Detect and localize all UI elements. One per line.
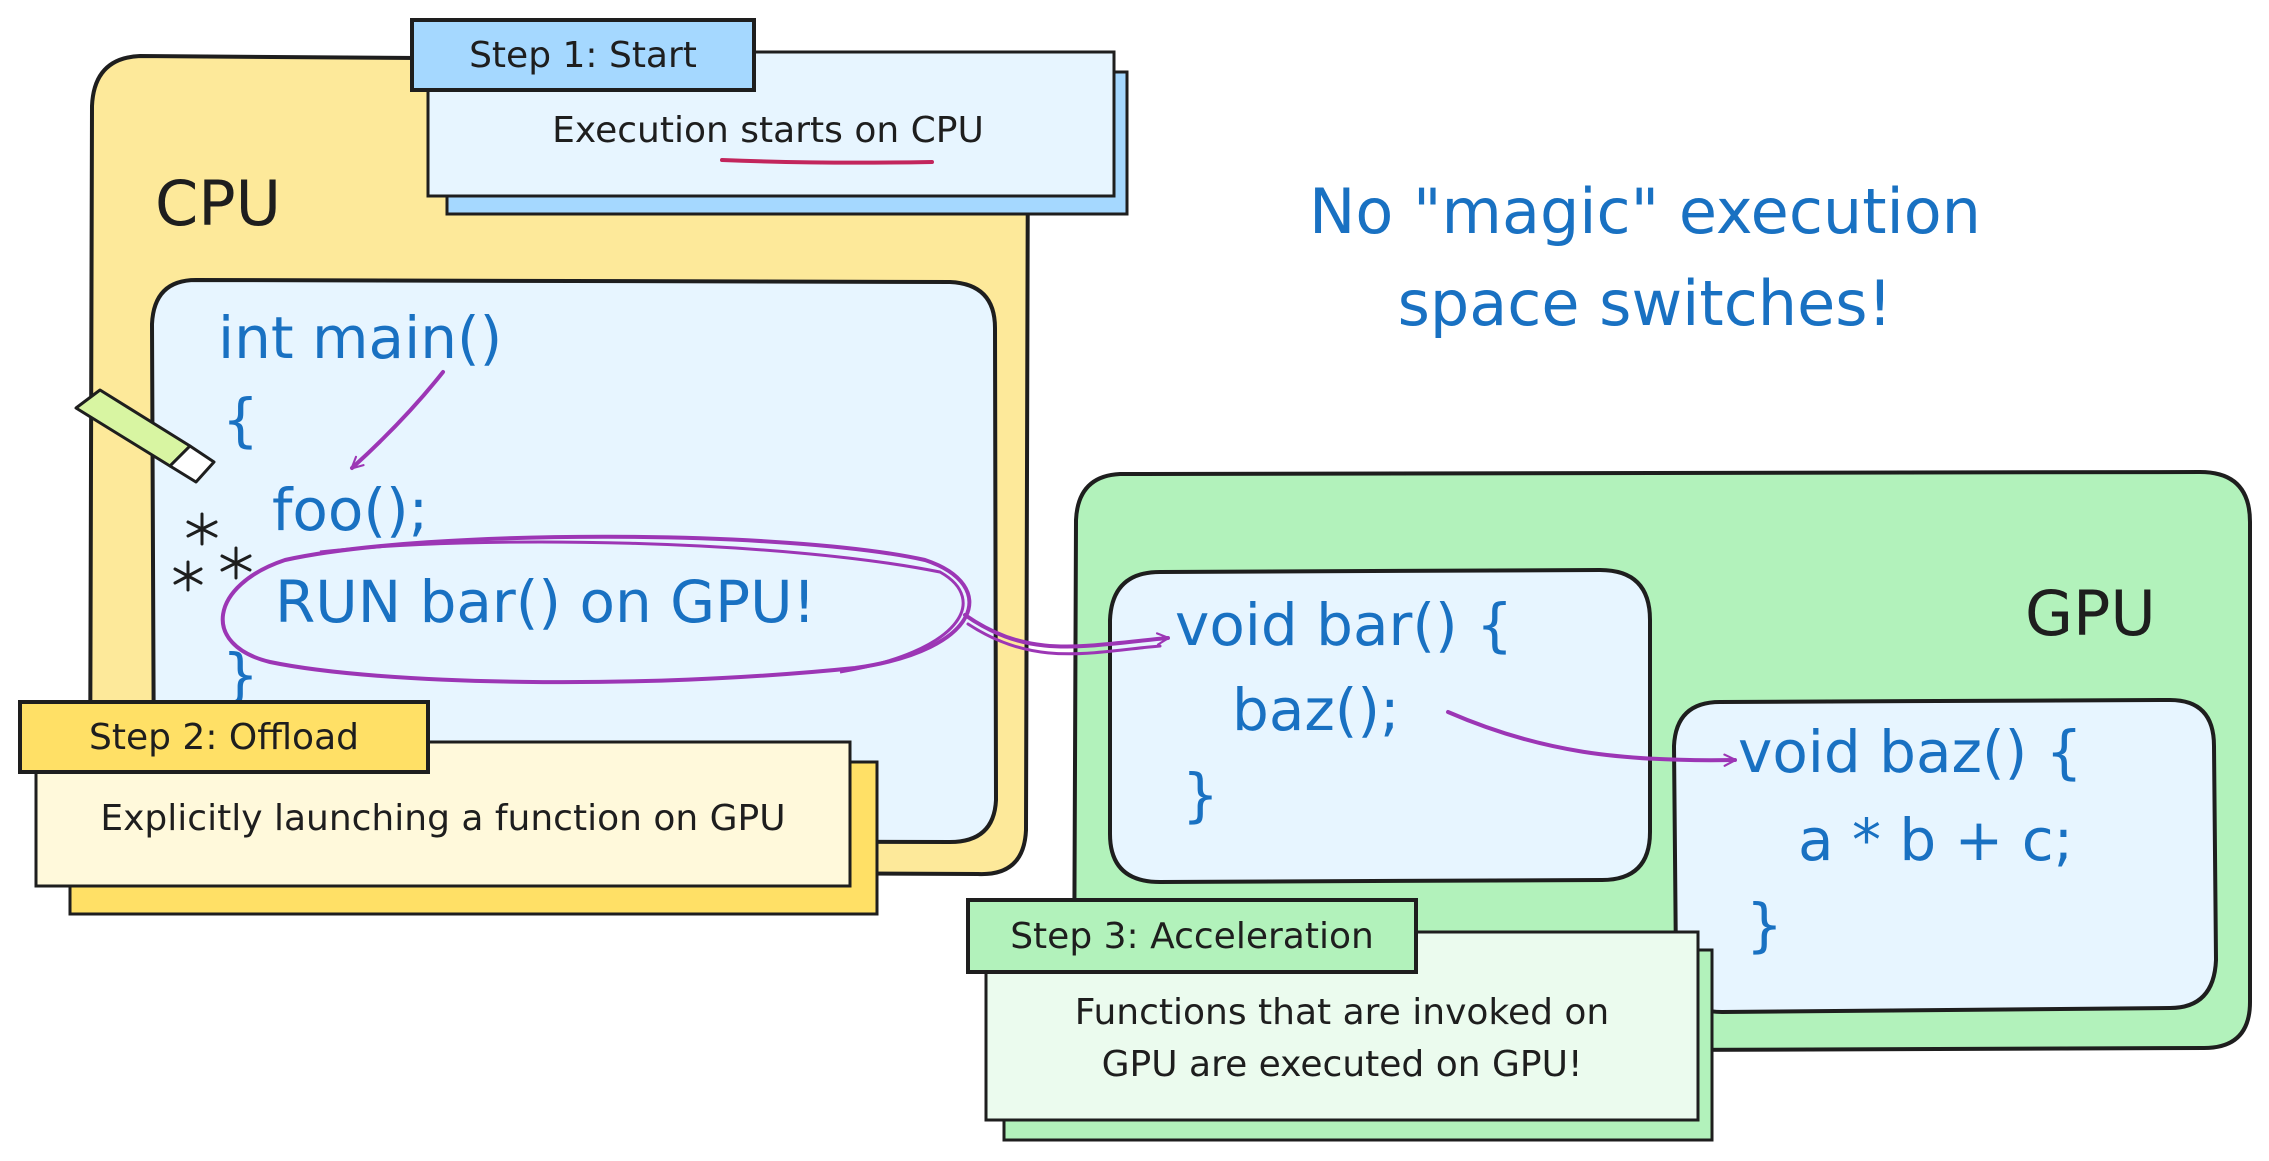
bar-signature: void bar() { (1175, 591, 1513, 659)
cpu-label: CPU (155, 167, 281, 240)
code-main-open-brace: { (222, 386, 259, 454)
code-foo-call: foo(); (272, 476, 428, 544)
step3-note: Step 3: Acceleration Functions that are … (966, 898, 1714, 1142)
step1-text-suffix: CPU (899, 110, 984, 151)
step1-underline (720, 158, 934, 165)
code-main-signature: int main() (218, 304, 502, 372)
launch-arrow-run-bar-to-bar-trace (966, 622, 1162, 656)
step1-text-emphasis: starts on (740, 110, 899, 151)
step2-note: Step 2: Offload Explicitly launching a f… (18, 700, 879, 916)
step2-title: Step 2: Offload (89, 717, 359, 758)
step2-text: Explicitly launching a function on GPU (100, 798, 785, 839)
step1-title: Step 1: Start (469, 35, 697, 76)
gpu-label: GPU (2025, 577, 2156, 650)
bar-close-brace: } (1182, 761, 1219, 829)
baz-function-box-shape (1671, 697, 2219, 1015)
step3-tab (966, 898, 1418, 974)
bar-function-box: void bar() { baz(); } (1108, 567, 1652, 885)
code-main-close-brace: } (222, 641, 259, 709)
sparkle-icon (173, 512, 252, 592)
step3-title: Step 3: Acceleration (1010, 916, 1374, 957)
run-bar-highlight-ellipse-trace (319, 540, 965, 674)
step1-tab (410, 18, 756, 92)
step1-note: Step 1: Start Execution starts on CPU (410, 18, 1129, 216)
code-run-bar-line: RUN bar() on GPU! (275, 568, 816, 636)
baz-signature: void baz() { (1738, 718, 2083, 786)
baz-close-brace: } (1746, 891, 1783, 959)
baz-body: a * b + c; (1798, 806, 2073, 874)
baz-function-box: void baz() { a * b + c; } (1671, 697, 2219, 1015)
step3-text-line1: Functions that are invoked on (1075, 992, 1610, 1033)
step3-text-line2: GPU are executed on GPU! (1102, 1044, 1583, 1085)
bar-body: baz(); (1232, 676, 1400, 744)
highlighter-marker-icon (74, 388, 216, 484)
headline-line1: No "magic" execution (1309, 175, 1981, 248)
step1-text: Execution starts on CPU (552, 110, 984, 151)
step2-tab (18, 700, 430, 774)
launch-arrow-run-bar-to-bar (963, 613, 1170, 649)
bar-function-box-shape (1108, 567, 1652, 885)
call-arrow-baz-call-to-baz (1446, 710, 1737, 767)
headline: No "magic" execution space switches! (1309, 175, 1981, 340)
headline-line2: space switches! (1398, 267, 1893, 340)
call-arrow-main-to-foo (350, 370, 445, 470)
step1-text-prefix: Execution (552, 110, 740, 151)
